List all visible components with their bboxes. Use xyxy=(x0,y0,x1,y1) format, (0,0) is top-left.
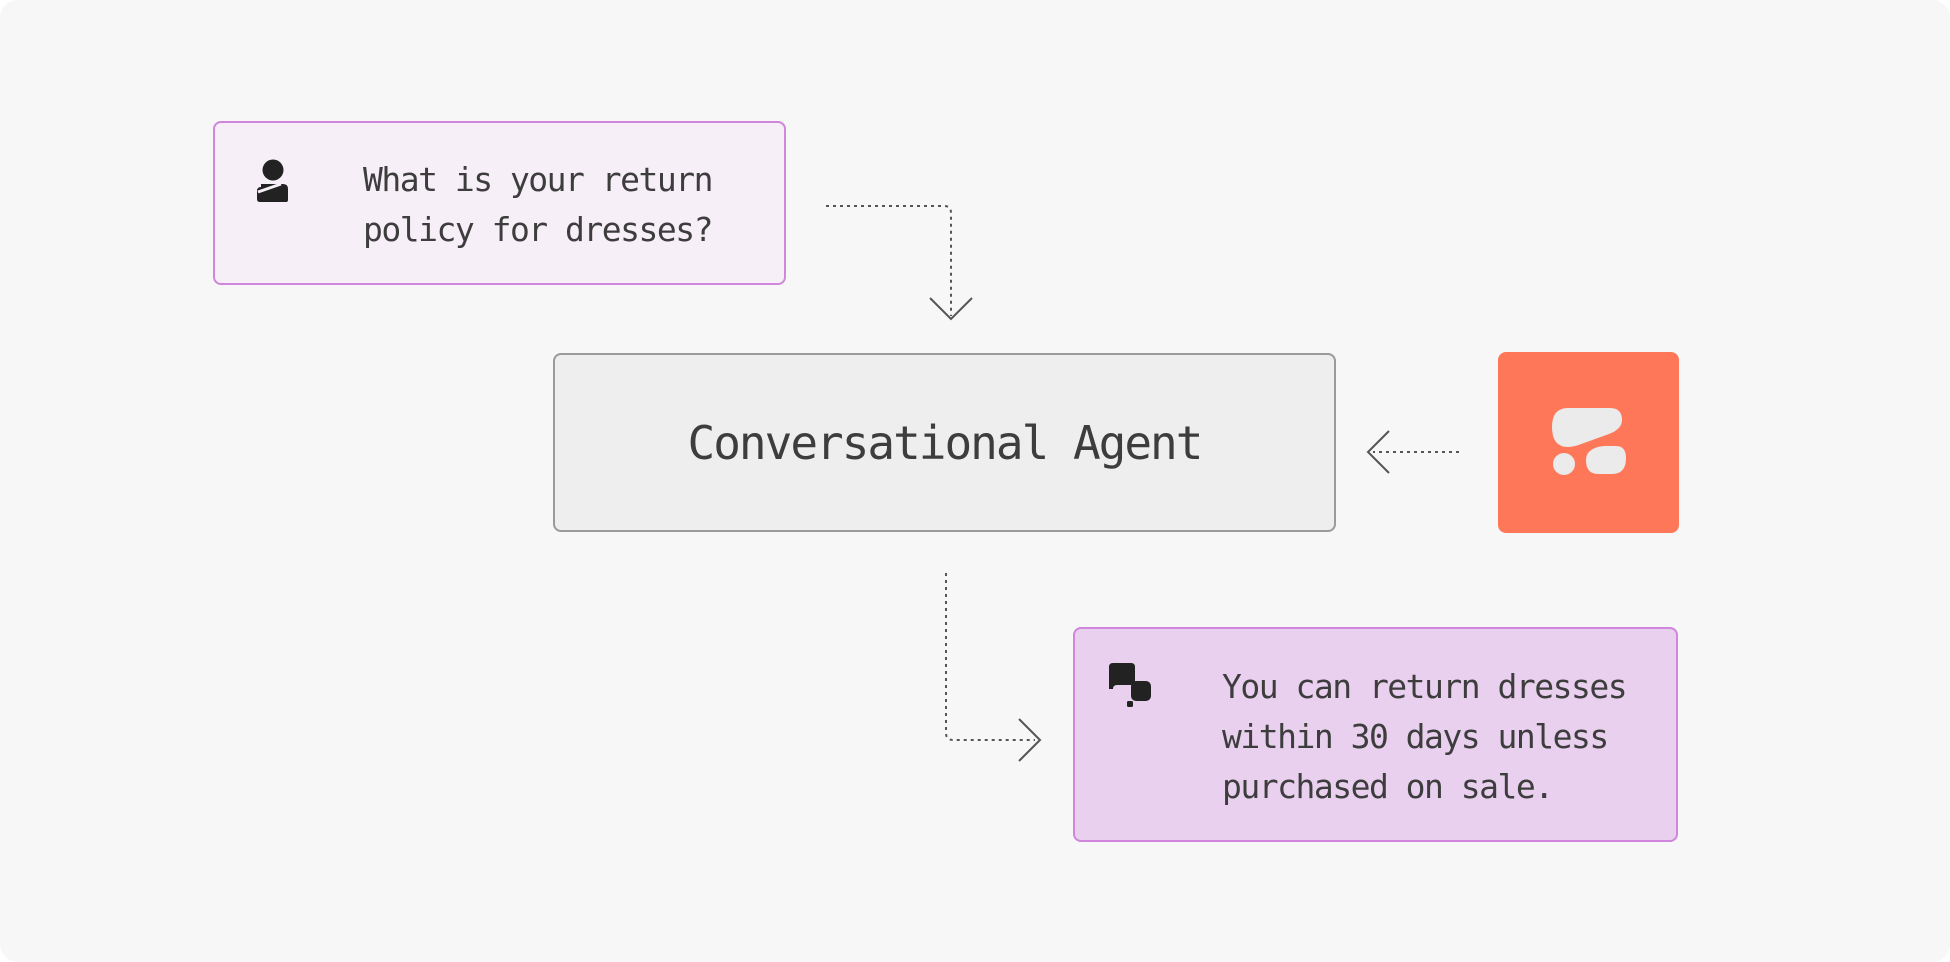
agent-reply-box xyxy=(1073,627,1678,842)
person-icon xyxy=(257,159,288,202)
agent-box xyxy=(553,353,1336,532)
agent-label: Conversational Agent xyxy=(687,415,1204,470)
arrow-tool-to-agent xyxy=(1366,430,1459,474)
app-logo-icon xyxy=(1552,408,1626,475)
chat-bubbles-icon xyxy=(1109,663,1151,707)
arrow-agent-to-reply xyxy=(945,573,1042,762)
arrow-user-to-agent xyxy=(826,205,973,321)
user-message-box xyxy=(213,121,786,285)
user-message-text: What is your return policy for dresses? xyxy=(363,160,714,249)
tool-tile xyxy=(1498,352,1679,533)
agent-reply-text: You can return dresses within 30 days un… xyxy=(1222,667,1628,806)
